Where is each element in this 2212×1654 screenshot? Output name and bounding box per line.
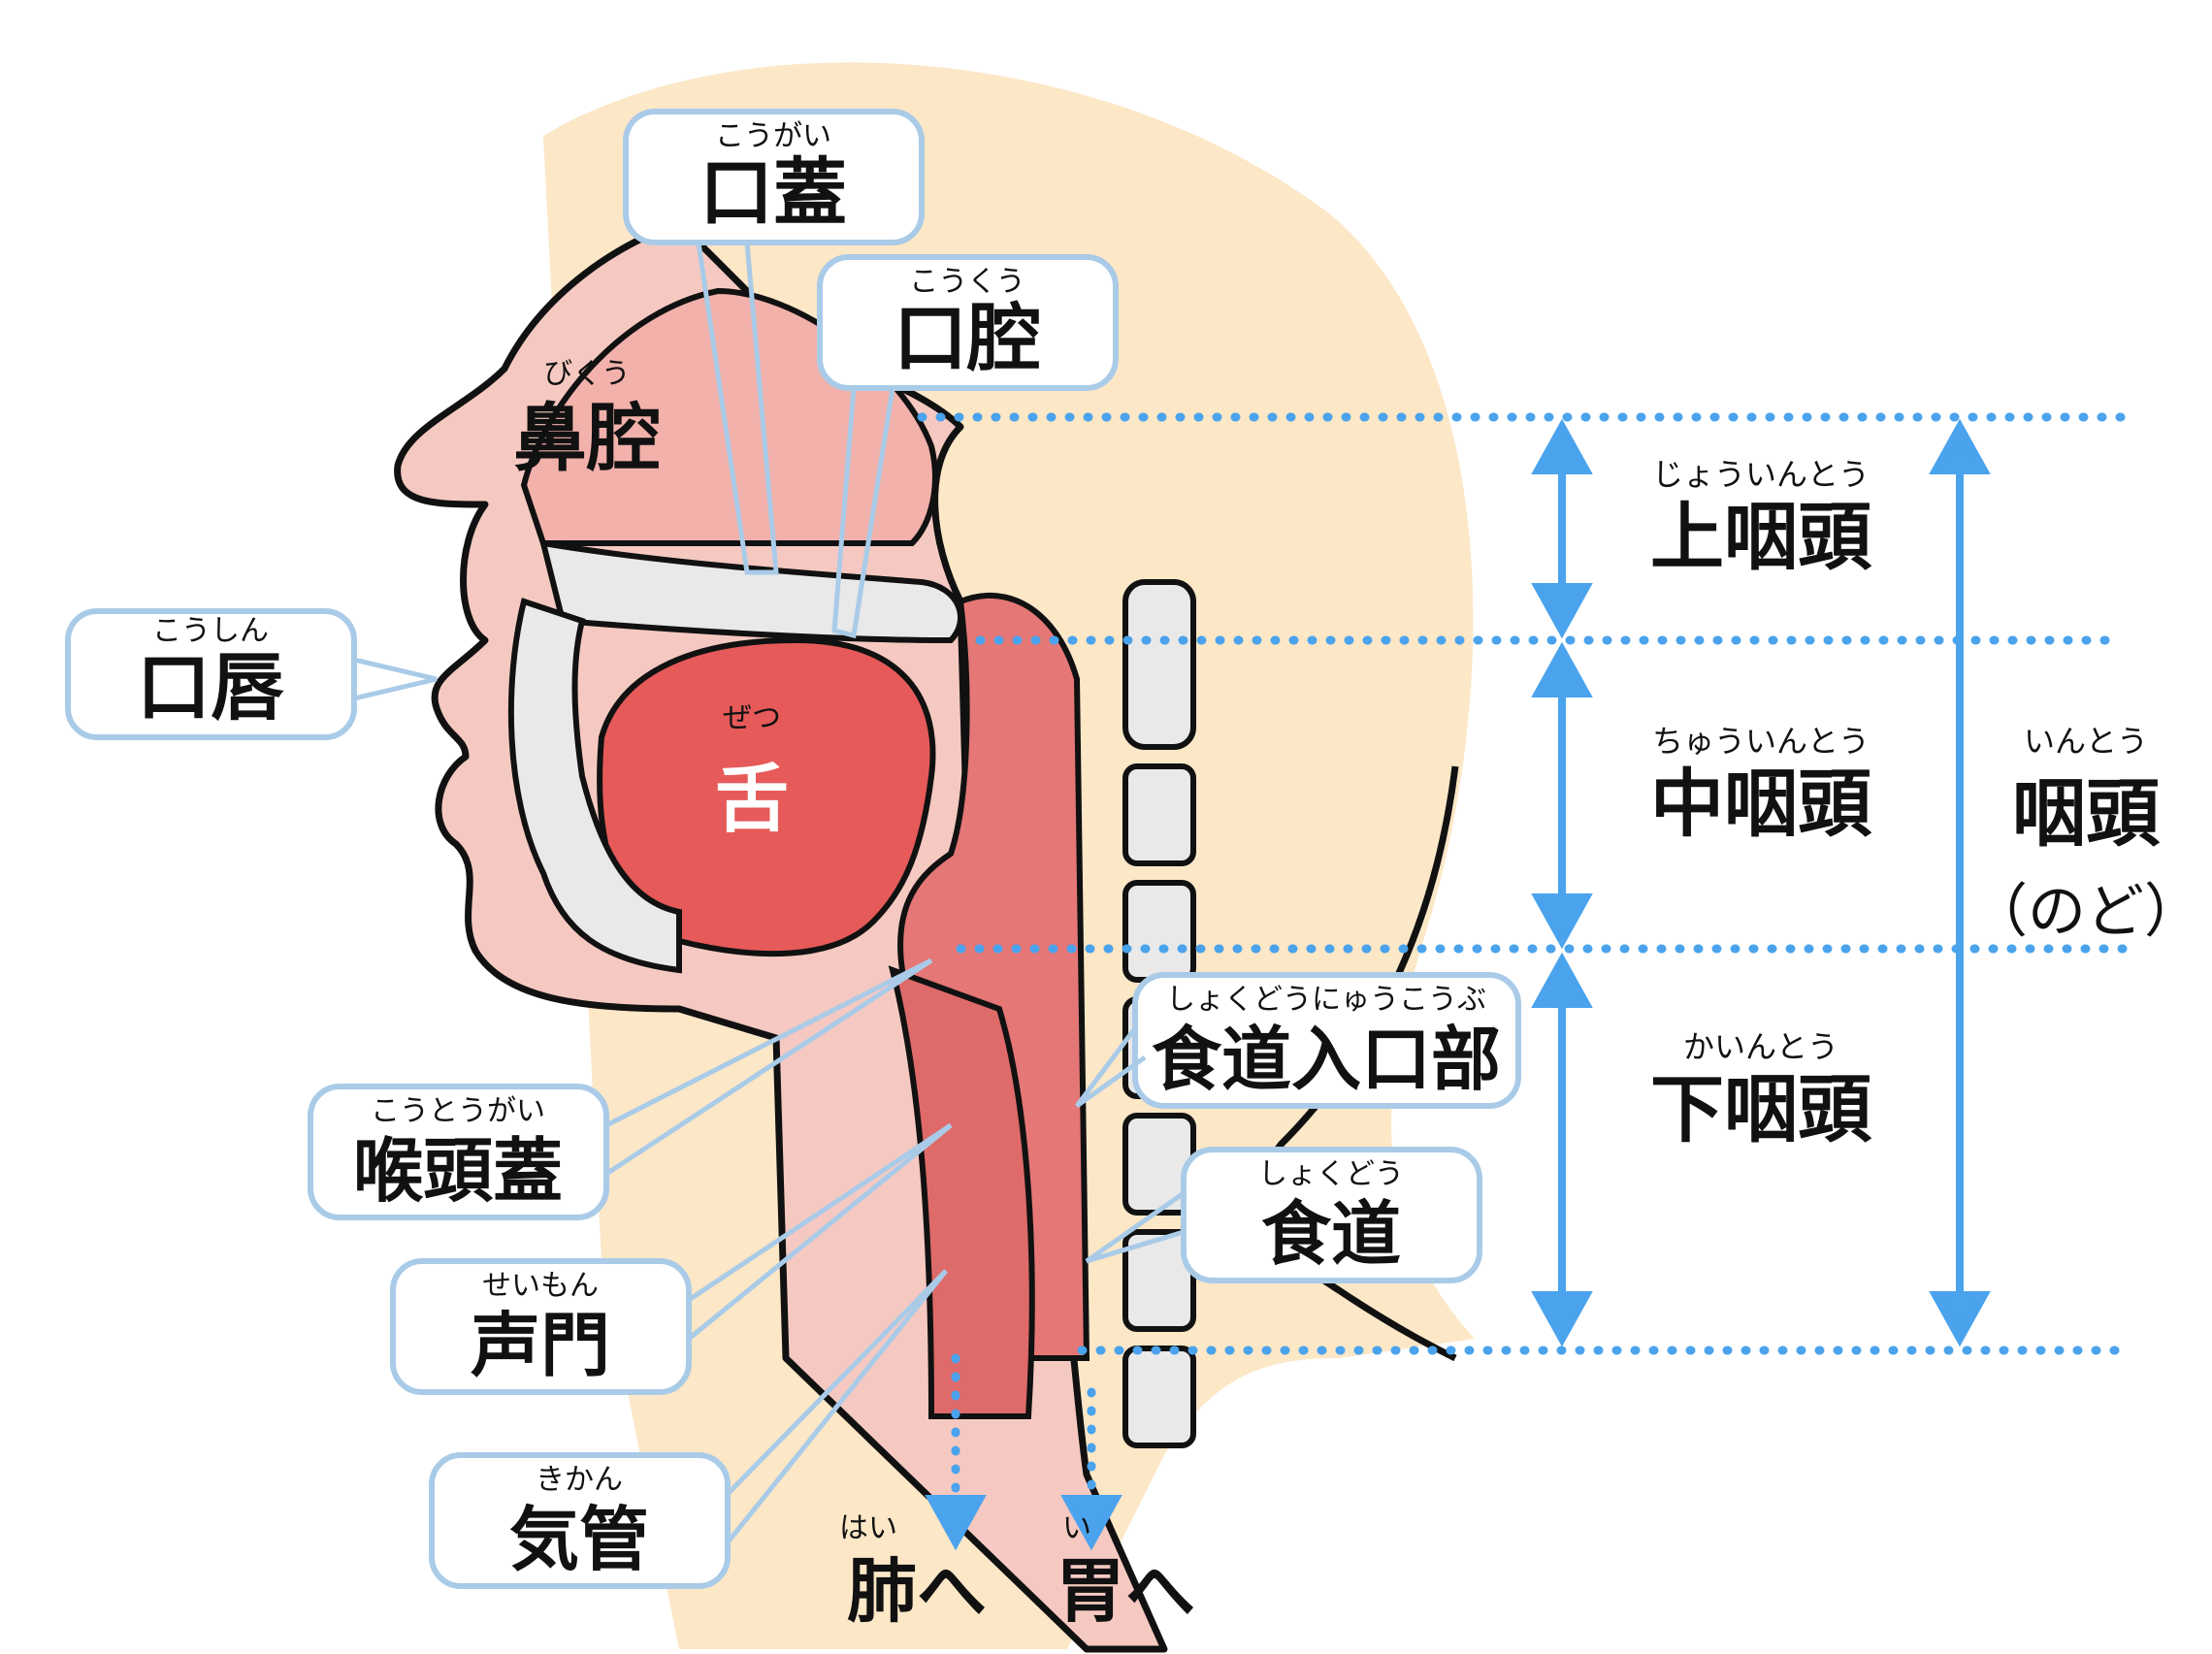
jaw-shape bbox=[507, 598, 682, 974]
trachea-shape bbox=[888, 965, 1035, 1419]
glottis-label: 声門 bbox=[471, 1305, 610, 1386]
middle-pharynx-label: 中咽頭 bbox=[1650, 761, 1872, 847]
middle-pharynx-ruby: ちゅういんとう bbox=[1652, 723, 1870, 760]
callout-oral-cavity bbox=[817, 254, 1119, 391]
upper-pharynx-label: 上咽頭 bbox=[1650, 494, 1872, 580]
lips-ruby: こうしん bbox=[152, 614, 269, 648]
oral-cavity-label: 口腔 bbox=[894, 295, 1041, 381]
tongue-label: 舌 bbox=[715, 756, 789, 842]
to-stomach-label: 胃へ bbox=[1056, 1550, 1195, 1632]
tongue-ruby: ぜつ bbox=[723, 701, 781, 735]
callout-esoph-entrance bbox=[1132, 972, 1521, 1109]
lower-pharynx-label: 下咽頭 bbox=[1650, 1066, 1872, 1152]
labels: こうがい 口蓋 こうくう 口腔 びくう 鼻腔 こうしん 口唇 ぜつ 舌 こうとう… bbox=[137, 119, 1501, 1632]
pharynx-ruby: いんとう bbox=[2024, 723, 2148, 760]
callout-glottis bbox=[390, 1258, 692, 1395]
trachea-label: 気管 bbox=[509, 1499, 649, 1580]
esoph-entrance-label: 食道入口部 bbox=[1152, 1019, 1501, 1100]
callout-trachea bbox=[429, 1452, 731, 1589]
esophagus-label: 食道 bbox=[1261, 1193, 1401, 1275]
palate-ruby: こうがい bbox=[715, 119, 831, 153]
nasal-cavity-label: 鼻腔 bbox=[513, 395, 661, 481]
region-dividers bbox=[917, 412, 2139, 1513]
region-labels: じょういんとう 上咽頭 ちゅういんとう 中咽頭 かいんとう 下咽頭 いんとう 咽… bbox=[1650, 456, 2202, 1152]
callout-pointers bbox=[353, 242, 1186, 1544]
esoph-entrance-ruby: しょくどうにゅうこうぶ bbox=[1166, 983, 1486, 1017]
to-stomach-ruby: い bbox=[1062, 1511, 1091, 1545]
nasal-cavity-ruby: びくう bbox=[543, 357, 630, 391]
trachea-ruby: きかん bbox=[536, 1463, 623, 1497]
esophagus-ruby: しょくどう bbox=[1258, 1157, 1404, 1191]
epiglottis-ruby: こうとうがい bbox=[371, 1094, 545, 1128]
callout-esophagus bbox=[1181, 1147, 1482, 1283]
callout-palate bbox=[623, 109, 925, 245]
callout-lips bbox=[65, 608, 357, 740]
callouts bbox=[65, 109, 1521, 1589]
palate-label: 口蓋 bbox=[699, 149, 847, 236]
callout-epiglottis bbox=[308, 1084, 609, 1220]
to-lungs-ruby: はい bbox=[839, 1511, 897, 1545]
lower-pharynx-ruby: かいんとう bbox=[1683, 1028, 1838, 1065]
spine-vertebrae bbox=[1122, 579, 1196, 1448]
region-arrows bbox=[925, 418, 1991, 1551]
upper-pharynx-ruby: じょういんとう bbox=[1652, 456, 1870, 493]
oral-cavity-ruby: こうくう bbox=[909, 265, 1025, 299]
pharynx-label: 咽頭 bbox=[2012, 770, 2161, 857]
to-lungs-label: 肺へ bbox=[847, 1550, 987, 1632]
epiglottis-label: 喉頭蓋 bbox=[353, 1130, 563, 1212]
pharynx-sub-label: （のど） bbox=[1969, 878, 2202, 946]
glottis-ruby: せいもん bbox=[482, 1269, 599, 1303]
lips-label: 口唇 bbox=[137, 644, 284, 730]
